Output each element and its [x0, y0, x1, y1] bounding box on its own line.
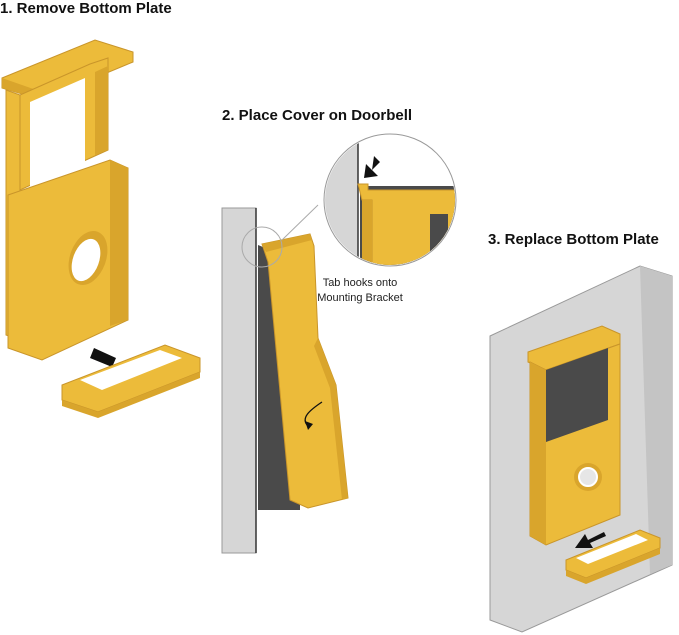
step3-title: 3. Replace Bottom Plate	[488, 231, 659, 248]
step2-wall	[221, 207, 257, 554]
step2-title: 2. Place Cover on Doorbell	[222, 107, 413, 124]
step2-detail-zoom	[325, 135, 455, 265]
step1-title: 1. Remove Bottom Plate	[0, 0, 172, 17]
step3-arrow	[575, 532, 606, 548]
step3-bottom-plate	[565, 529, 661, 584]
callout-caption: Tab hooks onto Mounting Bracket	[305, 276, 415, 306]
step1-cover	[1, 39, 134, 361]
step3-cover	[527, 325, 621, 546]
callout-line-2: Mounting Bracket	[317, 292, 403, 304]
callout-line-1: Tab hooks onto	[322, 277, 398, 289]
step1-bottom-plate	[61, 344, 201, 418]
step2-cover	[261, 233, 349, 509]
